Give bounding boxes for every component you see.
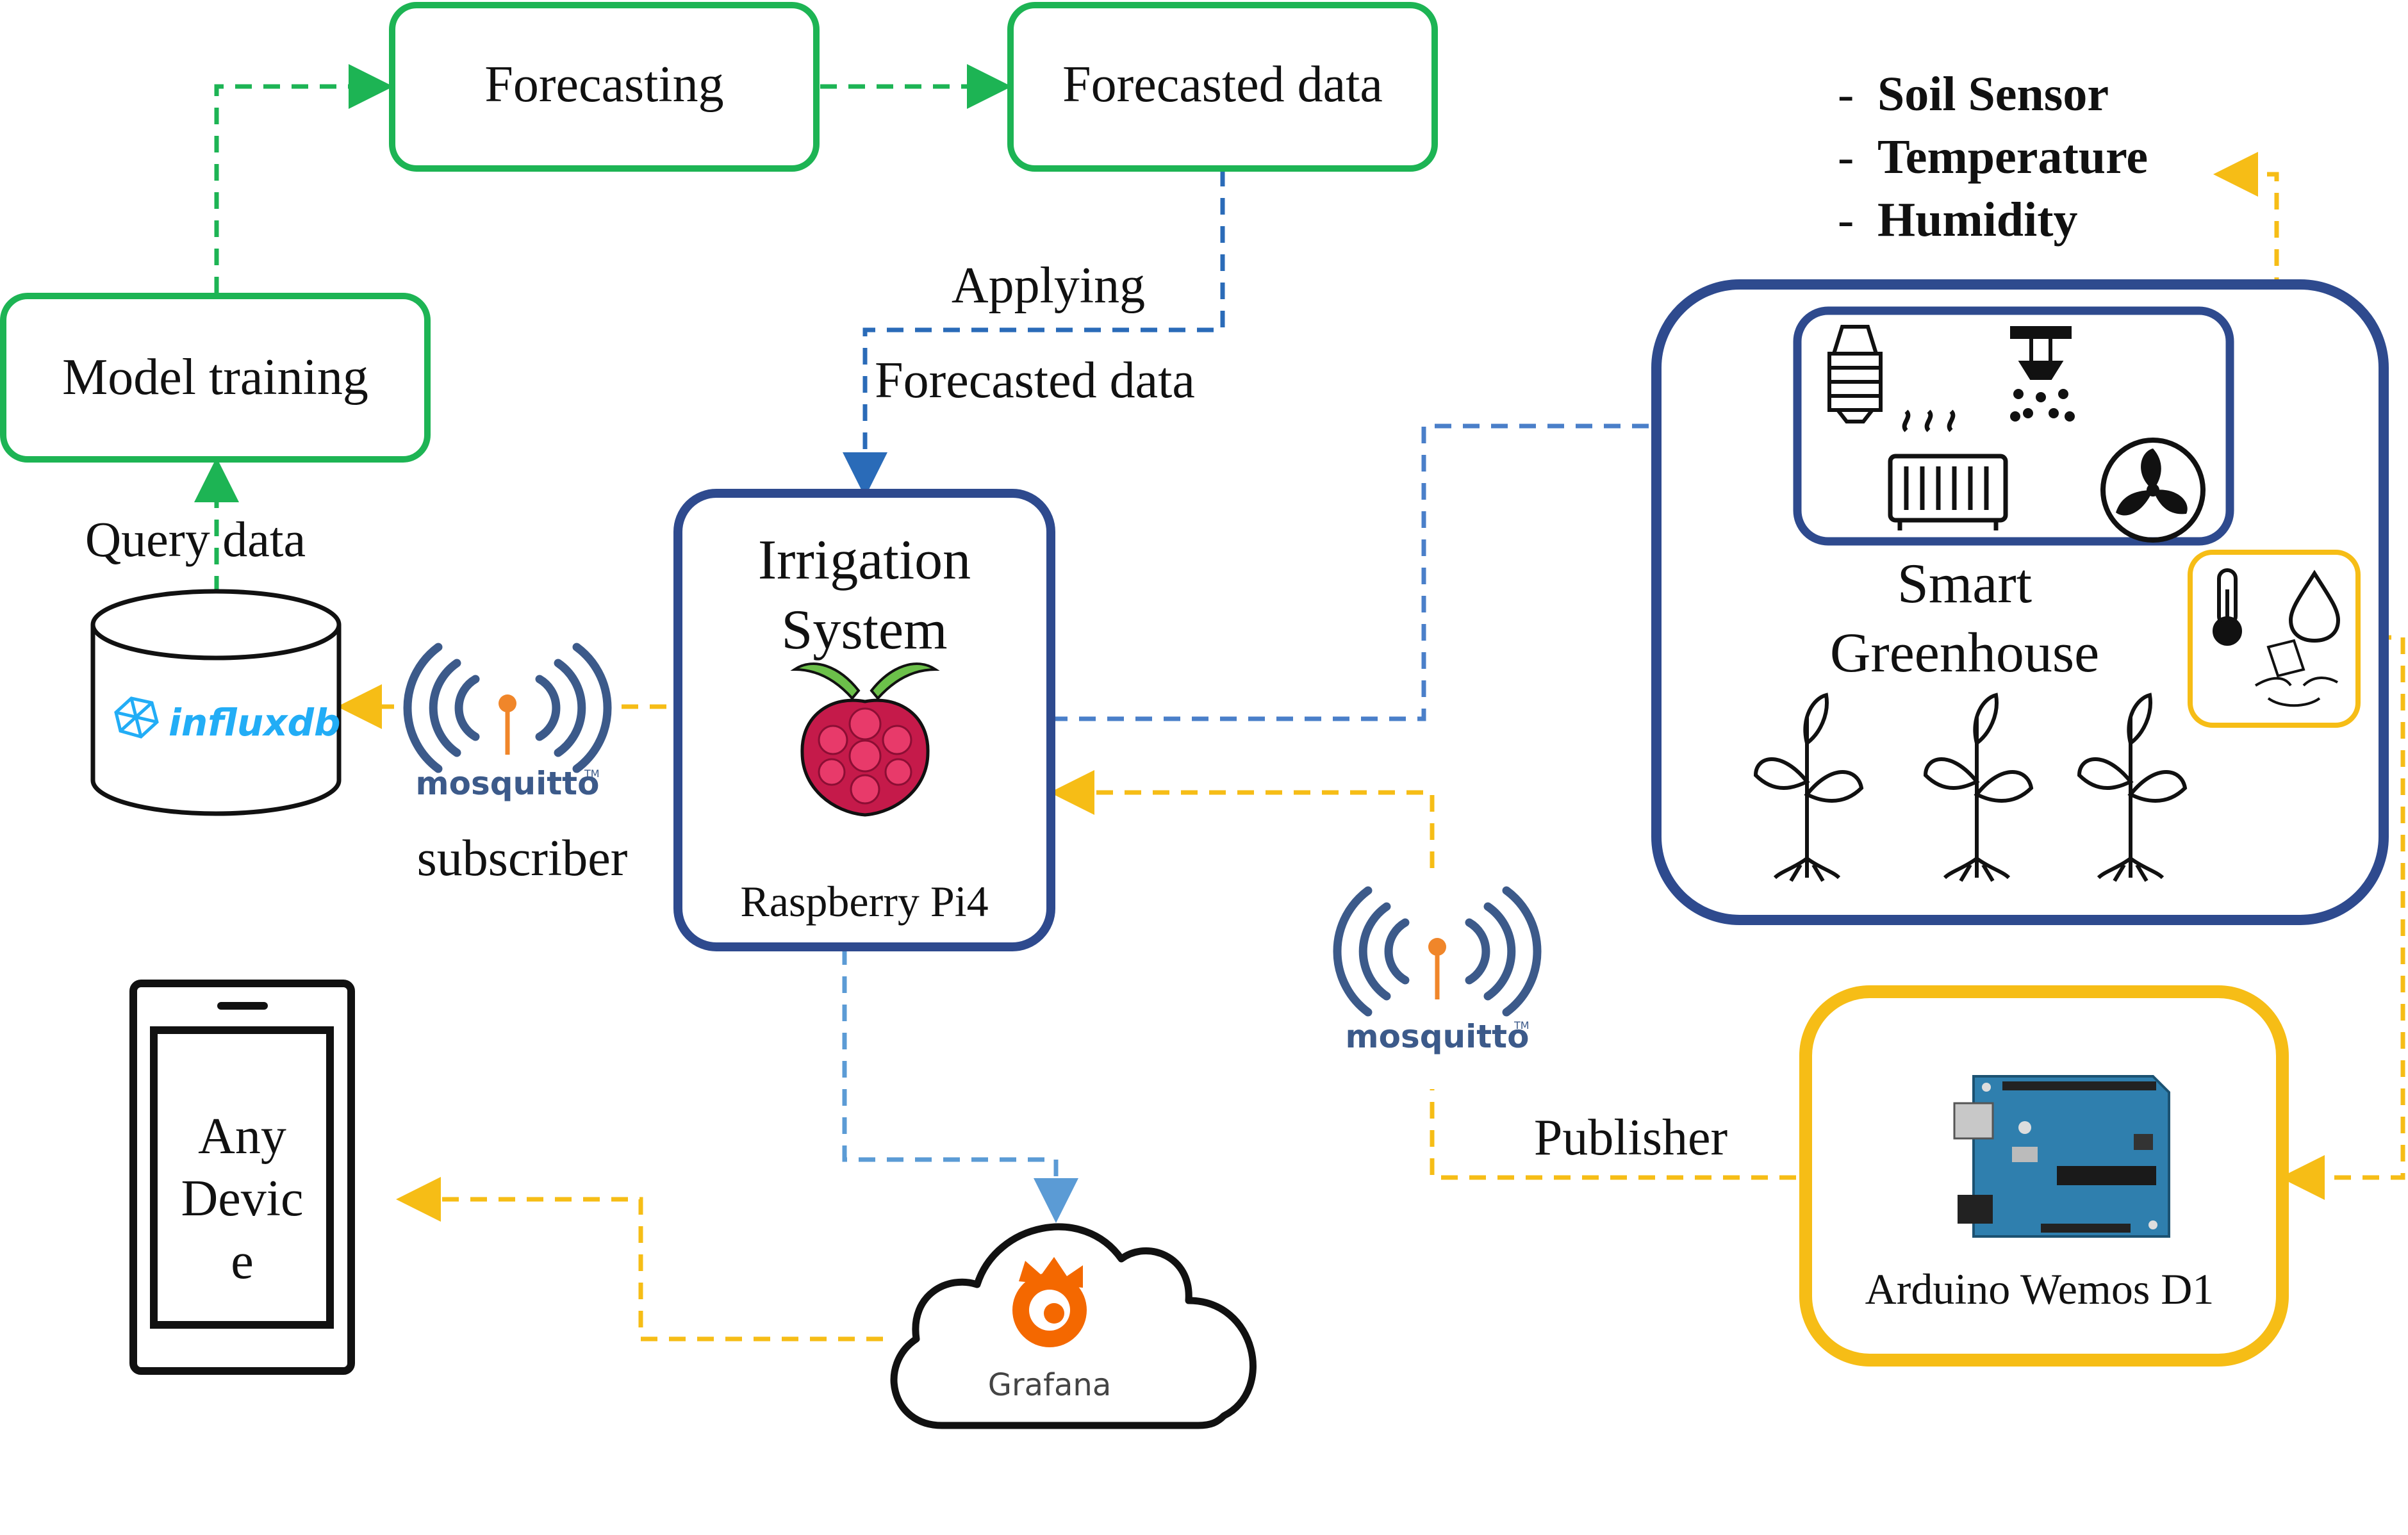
thermometer-icon: [2213, 568, 2242, 646]
sensor-soil: Soil Sensor: [1877, 67, 2109, 121]
smart-greenhouse-box: Smart Greenhouse: [1651, 279, 2389, 925]
model-training-label: Model training: [62, 349, 368, 406]
arduino-board-icon: [1953, 1075, 2170, 1238]
sensor-list: - Soil Sensor - Temperature - Humidity: [1838, 67, 2148, 247]
irrigation-title-line1: Irrigation: [758, 529, 971, 591]
forecasting-box: Forecasting: [389, 2, 820, 172]
plant-icon-3: [2077, 693, 2188, 882]
greenhouse-title-line2: Greenhouse: [1830, 622, 2099, 684]
soil-sensor-icon: [2254, 639, 2338, 707]
plant-icon-1: [1753, 693, 1864, 882]
broadcast-icon: [1333, 886, 1542, 1017]
influxdb-icon: [114, 696, 159, 739]
applying-label: Applying: [952, 258, 1145, 314]
arrow-grafana-to-device: [396, 1177, 883, 1342]
light-bulb-icon: [1827, 325, 1883, 423]
arduino-box: Arduino Wemos D1: [1799, 985, 2289, 1367]
arrow-forecasted-to-irrigation: [843, 170, 1225, 497]
heater-icon: [1888, 409, 2008, 530]
sensor-dash-3: -: [1838, 193, 1854, 247]
forecasted-data-arrow-label: Forecasted data: [875, 352, 1195, 409]
greenhouse-title-line1: Smart: [1897, 553, 2032, 615]
broadcast-icon: [403, 643, 612, 773]
water-drop-icon: [2288, 570, 2341, 643]
connectors: [194, 64, 2405, 1342]
model-training-box: Model training: [0, 293, 431, 463]
subscriber-label: subscriber: [417, 830, 628, 887]
raspberry-pi-label: Raspberry Pi4: [740, 877, 988, 926]
sensor-dash-2: -: [1838, 130, 1854, 184]
mosquitto-broker-subscriber: mosquitto TM: [403, 643, 612, 802]
any-device: Any Devic e: [129, 980, 355, 1375]
influxdb-logo-text: influxdb: [169, 701, 341, 744]
mosquitto-left-logo-text: mosquitto: [416, 765, 600, 802]
arrow-irrigation-to-actuators: [1051, 404, 1797, 721]
forecasted-data-label: Forecasted data: [1062, 56, 1383, 113]
mosquitto-left-tm: TM: [584, 768, 600, 780]
sensor-temperature: Temperature: [1877, 130, 2148, 184]
raspberry-pi-icon: [790, 662, 940, 817]
publisher-label: Publisher: [1534, 1110, 1728, 1166]
arduino-label: Arduino Wemos D1: [1865, 1265, 2214, 1313]
forecasted-data-box: Forecasted data: [1007, 2, 1438, 172]
device-label-line3: e: [231, 1233, 254, 1290]
query-data-label: Query data: [85, 511, 306, 567]
plant-icon-2: [1923, 693, 2034, 882]
fan-icon: [2100, 438, 2206, 543]
sprinkler-icon: [2010, 326, 2075, 422]
irrigation-system-box: Irrigation System Raspberry Pi4: [673, 489, 1055, 951]
arrow-model-to-forecasting: [214, 64, 393, 293]
arrow-raspberry-to-grafana: [842, 948, 1078, 1223]
mosquitto-broker-publisher: mosquitto TM: [1333, 886, 1542, 1055]
forecasting-label: Forecasting: [484, 56, 723, 113]
sensor-dash-1: -: [1838, 67, 1854, 121]
sensor-humidity: Humidity: [1877, 193, 2078, 247]
grafana-icon: [1012, 1257, 1087, 1347]
device-label-line1: Any: [198, 1108, 286, 1165]
arrow-arduino-to-irrigation: [1430, 1089, 1796, 1180]
device-label-line2: Devic: [181, 1170, 303, 1227]
grafana-cloud: Grafana: [890, 1223, 1257, 1429]
influxdb-database: influxdb: [90, 589, 342, 816]
arrow-broker-to-irrigation: [1050, 770, 1435, 868]
mosquitto-right-tm: TM: [1513, 1019, 1530, 1031]
irrigation-title-line2: System: [781, 599, 947, 661]
grafana-logo-text: Grafana: [988, 1367, 1112, 1403]
mosquitto-right-logo-text: mosquitto: [1346, 1018, 1530, 1055]
sensor-module: [2188, 550, 2361, 728]
